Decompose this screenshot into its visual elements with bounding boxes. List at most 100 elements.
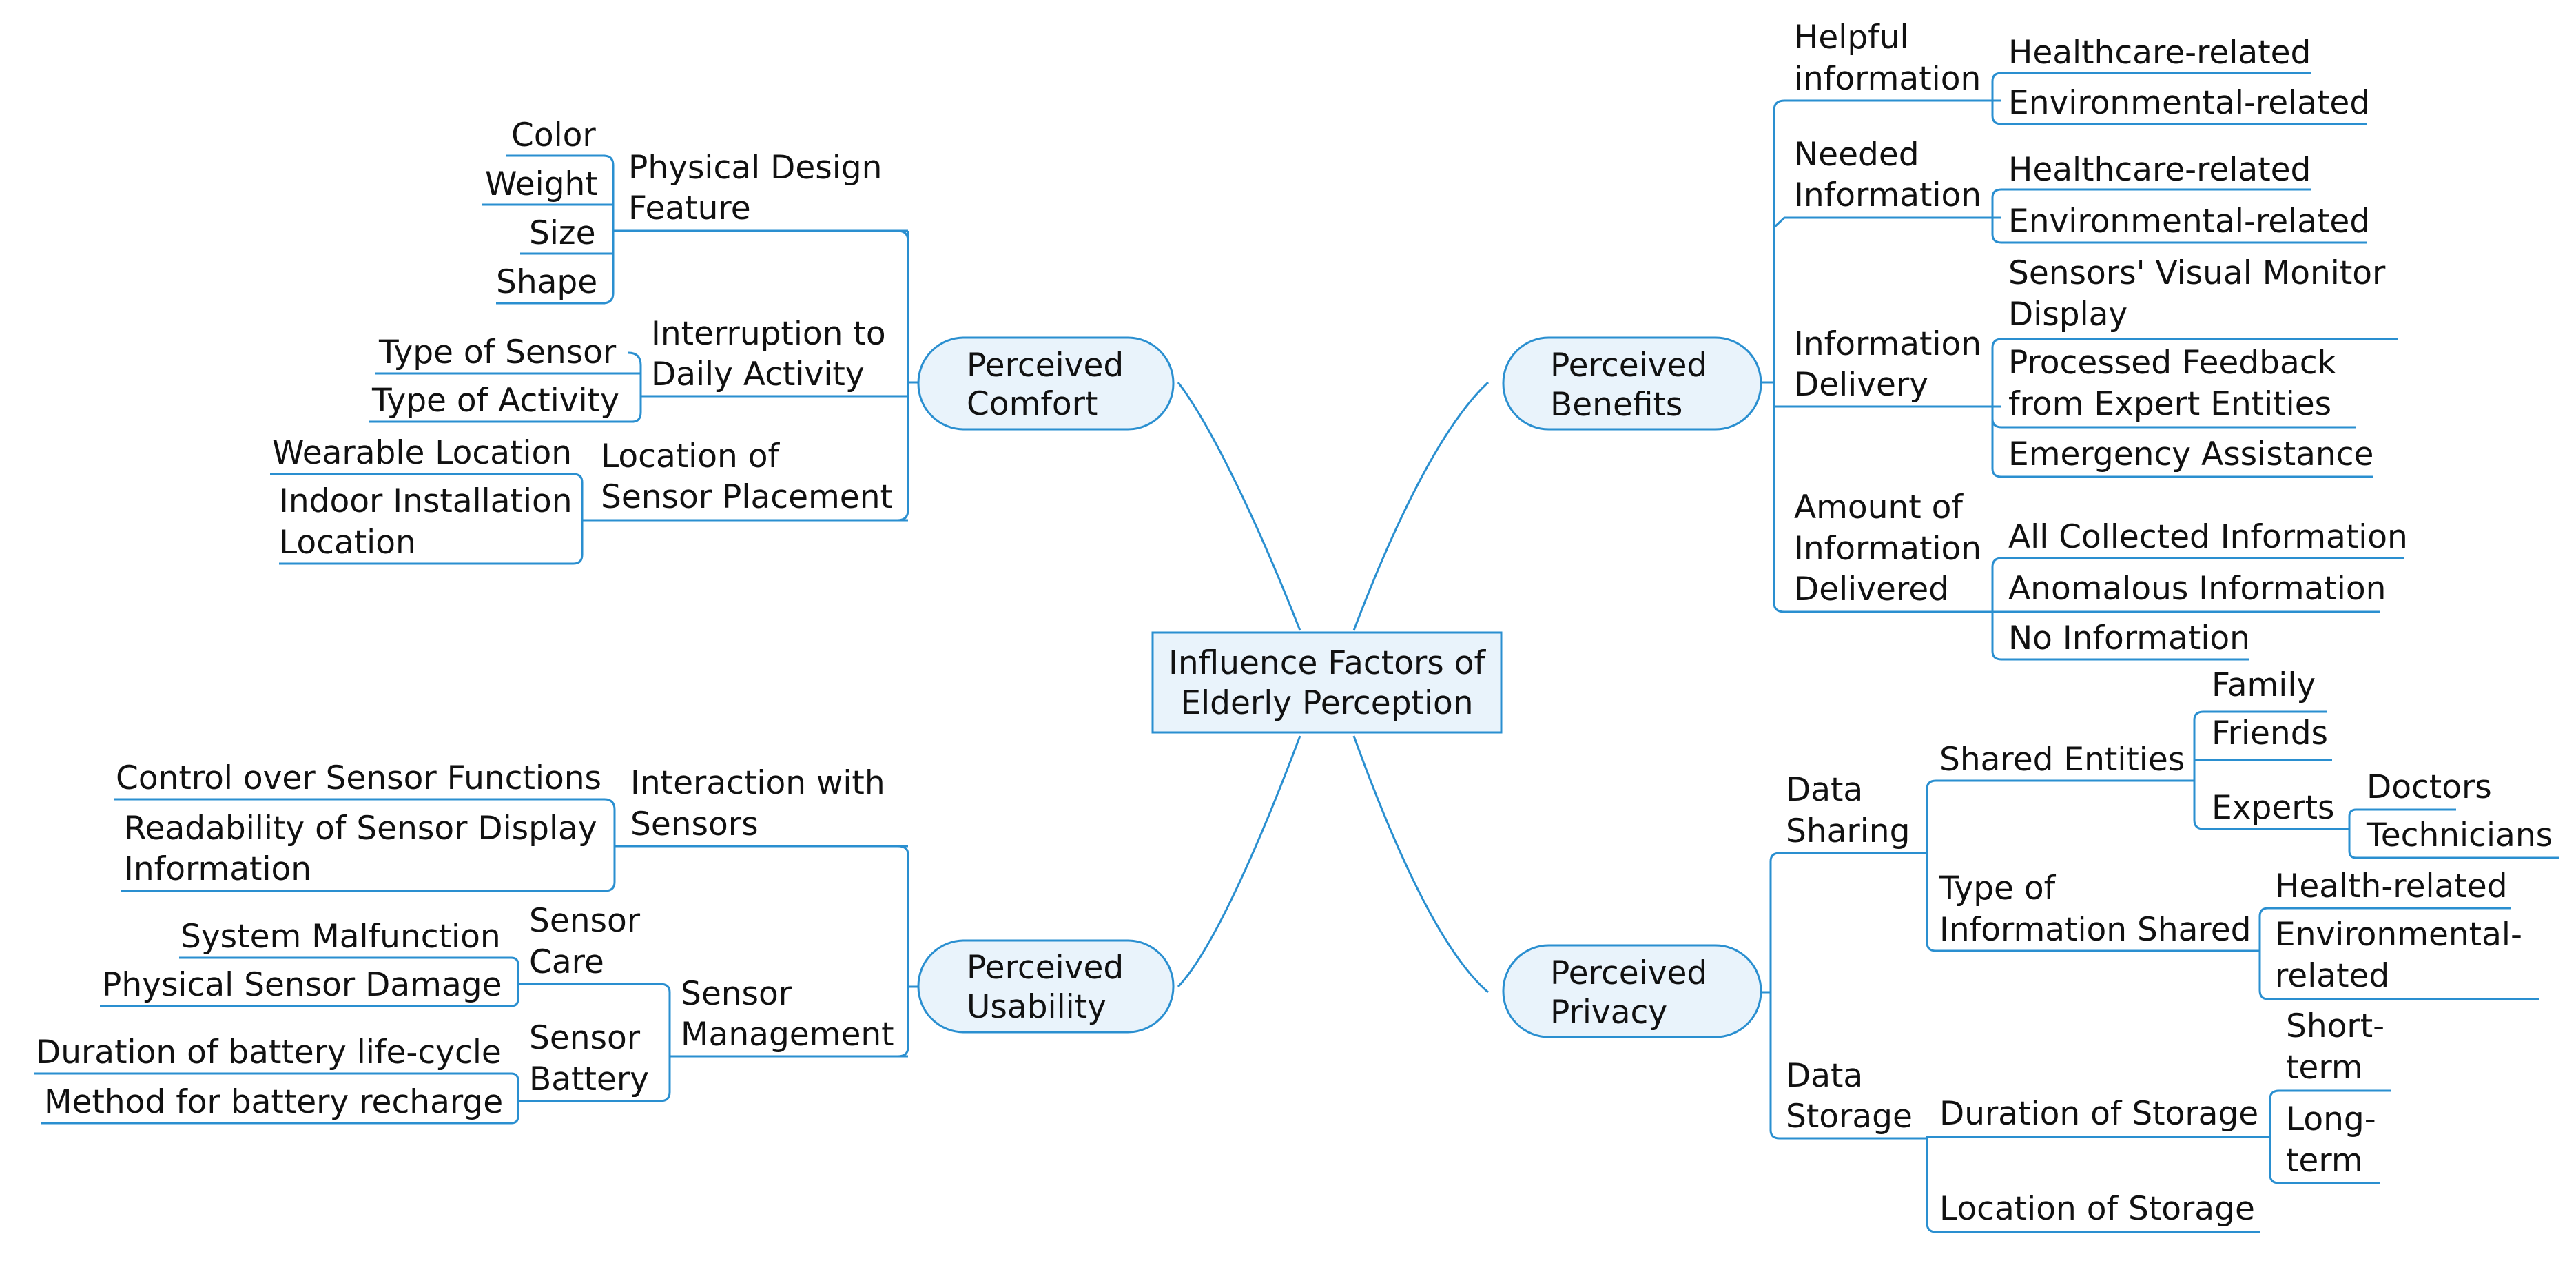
amount-item-none[interactable]: No Information	[2008, 619, 2250, 657]
type-label-2: Information Shared	[1939, 911, 2251, 949]
delivery-label-1: Information	[1794, 325, 1981, 363]
battery-label-2: Battery	[529, 1060, 649, 1098]
duration-item-long[interactable]: Long- term	[2286, 1100, 2376, 1180]
comfort-node[interactable]: Perceived Comfort	[917, 336, 1175, 431]
needed-item-environmental[interactable]: Environmental-related	[2008, 203, 2370, 240]
helpful-label-1: Helpful	[1794, 19, 1909, 57]
interaction-label-1: Interaction with	[630, 764, 885, 802]
interruption-item-activity[interactable]: Type of Activity	[371, 382, 619, 420]
benefits-title-1: Perceived	[1550, 347, 1707, 384]
indoor-line-1: Indoor Installation	[279, 482, 573, 520]
entity-family[interactable]: Family	[2212, 666, 2316, 704]
location-label-1: Location of	[601, 438, 780, 475]
entity-friends[interactable]: Friends	[2212, 715, 2328, 752]
usability-title-1: Perceived	[967, 949, 1124, 987]
battery-item-recharge[interactable]: Method for battery recharge	[44, 1083, 503, 1121]
duration-item-short[interactable]: Short- term	[2286, 1007, 2384, 1087]
benefits-node[interactable]: Perceived Benefits	[1502, 336, 1762, 431]
privacy-title-2: Privacy	[1550, 994, 1667, 1031]
interruption-label-1: Interruption to	[651, 315, 886, 353]
visual-line-2: Display	[2008, 296, 2127, 333]
location-label-2: Sensor Placement	[601, 478, 893, 516]
delivery-item-visual-monitor[interactable]: Sensors' Visual Monitor Display	[2008, 254, 2386, 333]
helpful-information[interactable]: Helpful information	[1794, 19, 1981, 98]
sensor-management[interactable]: Sensor Management	[681, 975, 894, 1054]
type-of-information-shared[interactable]: Type of Information Shared	[1939, 870, 2251, 949]
storage-label-1: Data	[1786, 1057, 1863, 1095]
privacy-node[interactable]: Perceived Privacy	[1502, 944, 1762, 1038]
helpful-item-environmental[interactable]: Environmental-related	[2008, 84, 2370, 122]
data-storage[interactable]: Data Storage	[1786, 1057, 1913, 1136]
comfort-branch	[270, 154, 918, 565]
needed-label-1: Needed	[1794, 136, 1919, 174]
interruption-daily-activity[interactable]: Interruption to Daily Activity	[651, 315, 886, 393]
physical-label-1: Physical Design	[628, 149, 882, 187]
sensor-care[interactable]: Sensor Care	[529, 902, 641, 981]
root-node[interactable]: Influence Factors of Elderly Perception	[1151, 631, 1503, 734]
interaction-label-2: Sensors	[630, 805, 759, 843]
physical-item-color[interactable]: Color	[511, 116, 596, 154]
data-sharing[interactable]: Data Sharing	[1786, 771, 1910, 850]
care-label-2: Care	[529, 943, 604, 981]
readability-line-1: Readability of Sensor Display	[124, 810, 597, 848]
sensor-battery[interactable]: Sensor Battery	[529, 1019, 649, 1098]
interruption-label-2: Daily Activity	[651, 356, 865, 393]
delivery-item-emergency[interactable]: Emergency Assistance	[2008, 435, 2373, 473]
short-line-2: term	[2286, 1049, 2363, 1087]
benefits-branch	[1761, 72, 2404, 661]
physical-item-weight[interactable]: Weight	[485, 165, 598, 203]
type-item-environmental[interactable]: Environmental- related	[2275, 916, 2522, 995]
sharing-label-1: Data	[1786, 771, 1863, 809]
type-label-1: Type of	[1939, 870, 2057, 907]
physical-label-2: Feature	[628, 189, 751, 227]
needed-label-2: Information	[1794, 176, 1981, 214]
expert-doctors[interactable]: Doctors	[2367, 768, 2492, 806]
helpful-item-healthcare[interactable]: Healthcare-related	[2008, 34, 2311, 72]
privacy-title-1: Perceived	[1550, 954, 1707, 992]
sharing-label-2: Sharing	[1786, 812, 1910, 850]
information-delivery[interactable]: Information Delivery	[1794, 325, 1981, 404]
interaction-item-readability[interactable]: Readability of Sensor Display Informatio…	[124, 810, 597, 888]
environmental-line-2: related	[2275, 957, 2389, 995]
location-item-indoor[interactable]: Indoor Installation Location	[279, 482, 573, 562]
usability-node[interactable]: Perceived Usability	[917, 939, 1175, 1034]
indoor-line-2: Location	[279, 524, 416, 562]
amount-label-1: Amount of	[1794, 489, 1964, 526]
amount-item-anomalous[interactable]: Anomalous Information	[2008, 570, 2386, 608]
interaction-with-sensors[interactable]: Interaction with Sensors	[630, 764, 885, 843]
readability-line-2: Information	[124, 850, 311, 888]
delivery-item-expert-feedback[interactable]: Processed Feedback from Expert Entities	[2008, 344, 2337, 423]
helpful-label-2: information	[1794, 60, 1981, 98]
care-label-1: Sensor	[529, 902, 641, 940]
amount-information-delivered[interactable]: Amount of Information Delivered	[1794, 489, 1981, 608]
visual-line-1: Sensors' Visual Monitor	[2008, 254, 2386, 292]
location-item-wearable[interactable]: Wearable Location	[272, 434, 572, 472]
management-label-1: Sensor	[681, 975, 792, 1013]
long-line-1: Long-	[2286, 1100, 2376, 1138]
interruption-item-sensor[interactable]: Type of Sensor	[378, 333, 617, 371]
expert-technicians[interactable]: Technicians	[2366, 817, 2553, 854]
location-of-storage[interactable]: Location of Storage	[1939, 1190, 2255, 1228]
amount-item-all[interactable]: All Collected Information	[2008, 518, 2408, 556]
location-sensor-placement[interactable]: Location of Sensor Placement	[601, 438, 893, 516]
needed-item-healthcare[interactable]: Healthcare-related	[2008, 151, 2311, 189]
needed-information[interactable]: Needed Information	[1794, 136, 1981, 214]
physical-design-feature[interactable]: Physical Design Feature	[628, 149, 882, 227]
type-item-health[interactable]: Health-related	[2275, 867, 2508, 905]
battery-label-1: Sensor	[529, 1019, 641, 1057]
shared-entities[interactable]: Shared Entities	[1939, 741, 2185, 779]
long-line-2: term	[2286, 1142, 2363, 1180]
short-line-1: Short-	[2286, 1007, 2384, 1045]
battery-item-duration[interactable]: Duration of battery life-cycle	[36, 1034, 502, 1071]
amount-label-2: Information	[1794, 530, 1981, 568]
physical-item-shape[interactable]: Shape	[496, 263, 597, 301]
entity-experts[interactable]: Experts	[2212, 789, 2335, 827]
physical-item-size[interactable]: Size	[529, 214, 595, 252]
duration-of-storage[interactable]: Duration of Storage	[1939, 1095, 2258, 1133]
care-item-malfunction[interactable]: System Malfunction	[181, 918, 501, 956]
root-line-2: Elderly Perception	[1180, 684, 1473, 722]
amount-label-3: Delivered	[1794, 571, 1949, 608]
interaction-item-control[interactable]: Control over Sensor Functions	[116, 759, 601, 797]
care-item-damage[interactable]: Physical Sensor Damage	[102, 966, 502, 1004]
